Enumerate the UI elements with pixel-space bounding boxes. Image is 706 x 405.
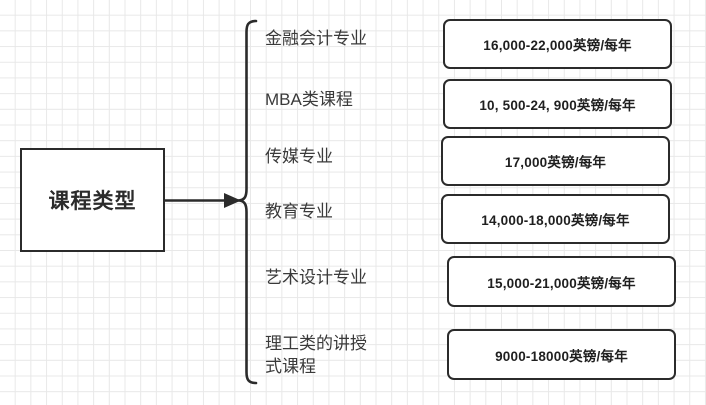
root-node-course-type[interactable]: 课程类型 bbox=[20, 148, 165, 252]
price-box-2[interactable]: 17,000英镑/每年 bbox=[441, 136, 670, 186]
category-label-4: 艺术设计专业 bbox=[265, 268, 367, 287]
price-box-1[interactable]: 10, 500-24, 900英镑/每年 bbox=[443, 79, 672, 129]
price-text-5: 9000-18000英镑/每年 bbox=[495, 348, 628, 364]
category-label-column: 金融会计专业 MBA类课程 传媒专业 教育专业 艺术设计专业 理工类的讲授 式课… bbox=[265, 0, 430, 405]
category-label-1: MBA类课程 bbox=[265, 90, 353, 109]
price-box-3[interactable]: 14,000-18,000英镑/每年 bbox=[441, 194, 670, 244]
price-box-5[interactable]: 9000-18000英镑/每年 bbox=[447, 329, 676, 380]
price-text-4: 15,000-21,000英镑/每年 bbox=[487, 275, 636, 291]
price-box-0[interactable]: 16,000-22,000英镑/每年 bbox=[443, 19, 672, 69]
price-text-3: 14,000-18,000英镑/每年 bbox=[481, 213, 630, 228]
price-text-1: 10, 500-24, 900英镑/每年 bbox=[479, 98, 636, 113]
category-label-2: 传媒专业 bbox=[265, 147, 333, 166]
category-label-3: 教育专业 bbox=[265, 202, 333, 221]
price-text-0: 16,000-22,000英镑/每年 bbox=[483, 38, 632, 53]
price-text-2: 17,000英镑/每年 bbox=[504, 155, 607, 170]
category-label-0: 金融会计专业 bbox=[265, 29, 367, 48]
root-node-label: 课程类型 bbox=[48, 190, 137, 213]
category-label-5: 理工类的讲授 式课程 bbox=[265, 334, 367, 376]
price-box-4[interactable]: 15,000-21,000英镑/每年 bbox=[447, 256, 676, 307]
